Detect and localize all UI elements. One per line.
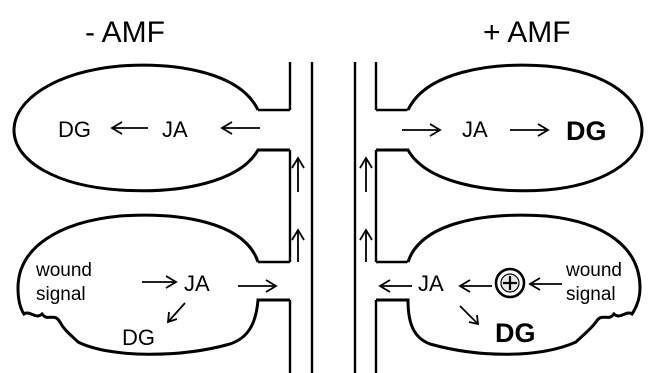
left-lower-wound-line1: wound xyxy=(35,260,92,281)
left-lower-wound-line2: signal xyxy=(36,284,86,305)
right-lower-dg-label: DG xyxy=(495,318,536,348)
right-lower-ja-label: JA xyxy=(418,271,444,296)
left-lower-ja-label: JA xyxy=(184,271,210,296)
left-lower-arrow-ja-to-dg xyxy=(166,302,186,324)
left-upper-ja-label: JA xyxy=(162,117,188,142)
left-lower-arrow-wound-to-ja xyxy=(142,275,178,289)
left-upper-arrow-ja-to-dg xyxy=(110,121,148,135)
right-lower-arrow-wound-to-plus xyxy=(528,277,562,291)
stem-up-arrow-left-upper xyxy=(291,156,305,192)
plus-circle-icon xyxy=(494,267,526,299)
right-lower-arrow-plus-to-ja xyxy=(458,279,492,293)
right-upper-arrow-ja-to-dg xyxy=(510,123,550,137)
right-upper-arrow-stem-to-ja xyxy=(402,123,442,137)
left-lower-arrow-ja-to-stem xyxy=(238,279,278,293)
right-upper-dg-label: DG xyxy=(566,116,607,146)
right-upper-leaf xyxy=(376,63,644,193)
left-upper-dg-label: DG xyxy=(58,117,91,142)
right-lower-arrow-ja-to-stem xyxy=(378,279,412,293)
stem-up-arrow-right-lower xyxy=(359,228,373,262)
right-panel-title: + AMF xyxy=(483,16,571,49)
right-lower-wound-line2: signal xyxy=(566,284,616,305)
left-upper-arrow-stem-to-ja xyxy=(220,121,260,135)
left-lower-leaf xyxy=(16,213,290,356)
right-lower-arrow-ja-to-dg xyxy=(459,305,480,326)
left-lower-dg-label: DG xyxy=(122,325,155,350)
right-lower-wound-line1: wound xyxy=(565,260,622,281)
stem-up-arrow-left-lower xyxy=(291,228,305,262)
right-upper-ja-label: JA xyxy=(462,117,488,142)
left-upper-leaf xyxy=(12,63,290,193)
stem-up-arrow-right-upper xyxy=(359,156,373,192)
left-panel-title: - AMF xyxy=(85,16,165,49)
